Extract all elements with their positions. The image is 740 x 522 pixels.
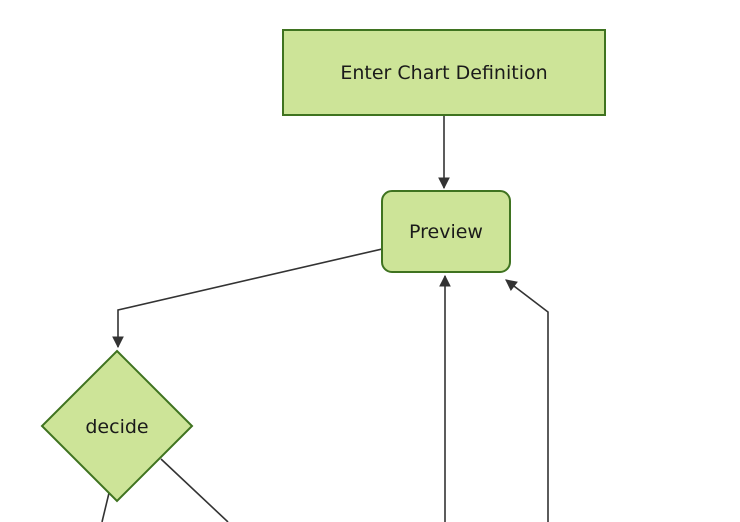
node-preview-shape bbox=[381, 190, 511, 273]
edge-decide-to-offscreen-right bbox=[160, 458, 229, 522]
edge-decide-to-offscreen-left bbox=[101, 492, 110, 522]
node-preview-label: Preview bbox=[409, 221, 483, 243]
node-enter-chart-definition: Enter Chart Definition bbox=[282, 29, 606, 116]
node-enter-chart-definition-shape bbox=[282, 29, 606, 116]
node-decide-shape bbox=[40, 349, 194, 503]
node-enter-chart-definition-label: Enter Chart Definition bbox=[340, 62, 547, 84]
node-decide-label: decide bbox=[85, 416, 148, 438]
node-preview: Preview bbox=[381, 190, 511, 273]
edge-layer bbox=[101, 115, 549, 522]
edge-offscreen-to-preview-corner bbox=[505, 279, 549, 522]
edge-preview-to-decide bbox=[112, 248, 383, 349]
node-decide: decide bbox=[40, 349, 194, 503]
